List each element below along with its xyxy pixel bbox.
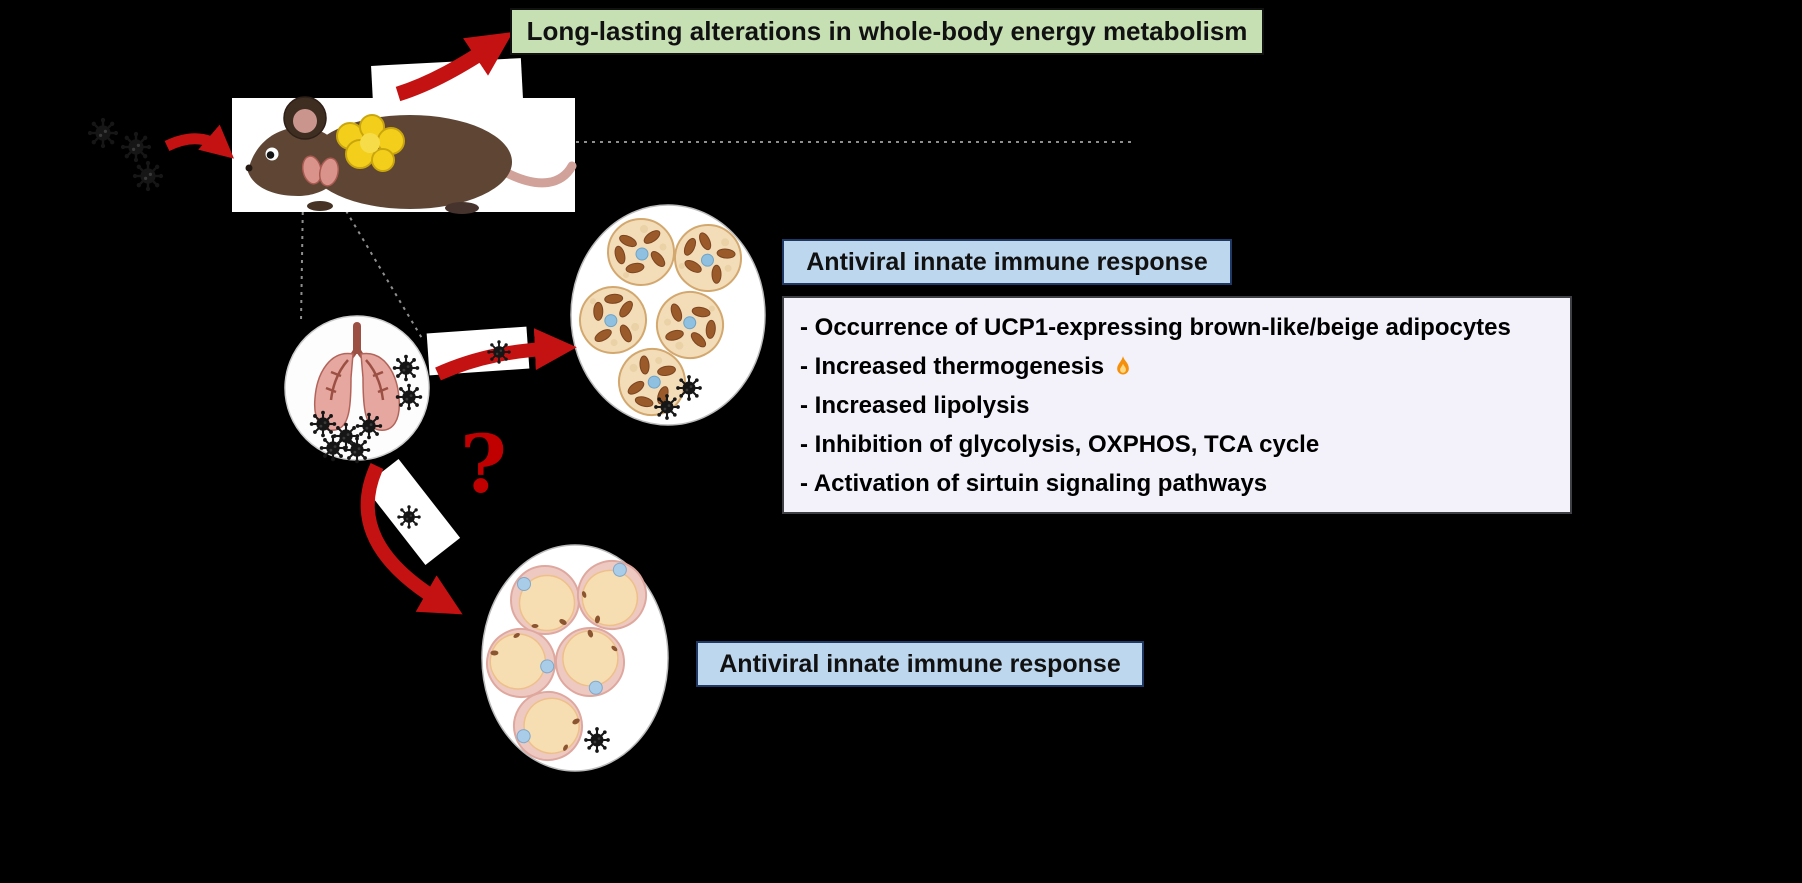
mouse-illustration [232,96,577,214]
virus-icon [675,374,703,402]
virus-icon [354,411,384,441]
immune-response-box-top: Antiviral innate immune response [782,239,1232,285]
energy-metabolism-banner-label: Long-lasting alterations in whole-body e… [526,16,1248,46]
virus-icon [318,433,348,463]
virus-icon [308,409,338,439]
immune-response-top-label: Antiviral innate immune response [806,247,1208,276]
arrow-virus-to-mouse [164,124,235,159]
flame-icon [1117,355,1129,374]
effect-item: - Occurrence of UCP1-expressing brown-li… [800,308,1554,347]
virus-icon [583,726,611,754]
question-mark: ? [460,417,507,511]
effect-item-text: - Increased lipolysis [800,392,1030,419]
virus-icon [394,382,424,412]
arrow-mouse-to-banner [395,32,513,102]
white-adipocyte-cell [510,565,580,635]
adipose-tissue-blobs [336,114,405,172]
effect-item: - Activation of sirtuin signaling pathwa… [800,464,1554,503]
dotted-guide-lines [300,141,1136,341]
effect-item-text: - Increased thermogenesis [800,353,1105,380]
effect-item-text: - Inhibition of glycolysis, OXPHOS, TCA … [800,431,1320,458]
effect-item: - Increased lipolysis [800,386,1554,425]
brown-adipocyte-cell [607,218,675,286]
virus-icon [86,116,120,150]
effect-item: - Inhibition of glycolysis, OXPHOS, TCA … [800,425,1554,464]
virus-icon [486,339,512,365]
effect-item-text: - Activation of sirtuin signaling pathwa… [800,470,1268,497]
immune-response-box-bottom: Antiviral innate immune response [696,641,1144,687]
virus-icon [653,393,681,421]
immune-response-bottom-label: Antiviral innate immune response [719,649,1121,678]
metabolic-effects-box: - Occurrence of UCP1-expressing brown-li… [782,296,1572,514]
virus-icon [131,159,165,193]
brown-adipocyte-cluster [570,204,766,429]
virus-icon [396,504,422,530]
white-adipocyte-cluster [473,544,669,774]
effect-item-text: - Occurrence of UCP1-expressing brown-li… [800,314,1511,341]
mouse-tail [500,161,577,188]
virus-icon [342,435,372,465]
arrow-lungs-to-white-adipocytes [360,463,463,615]
mouse-nose [245,164,253,172]
virus-icon [391,353,421,383]
effect-item: - Increased thermogenesis [800,347,1554,386]
virus-icon [119,130,153,164]
energy-metabolism-banner: Long-lasting alterations in whole-body e… [510,8,1264,55]
